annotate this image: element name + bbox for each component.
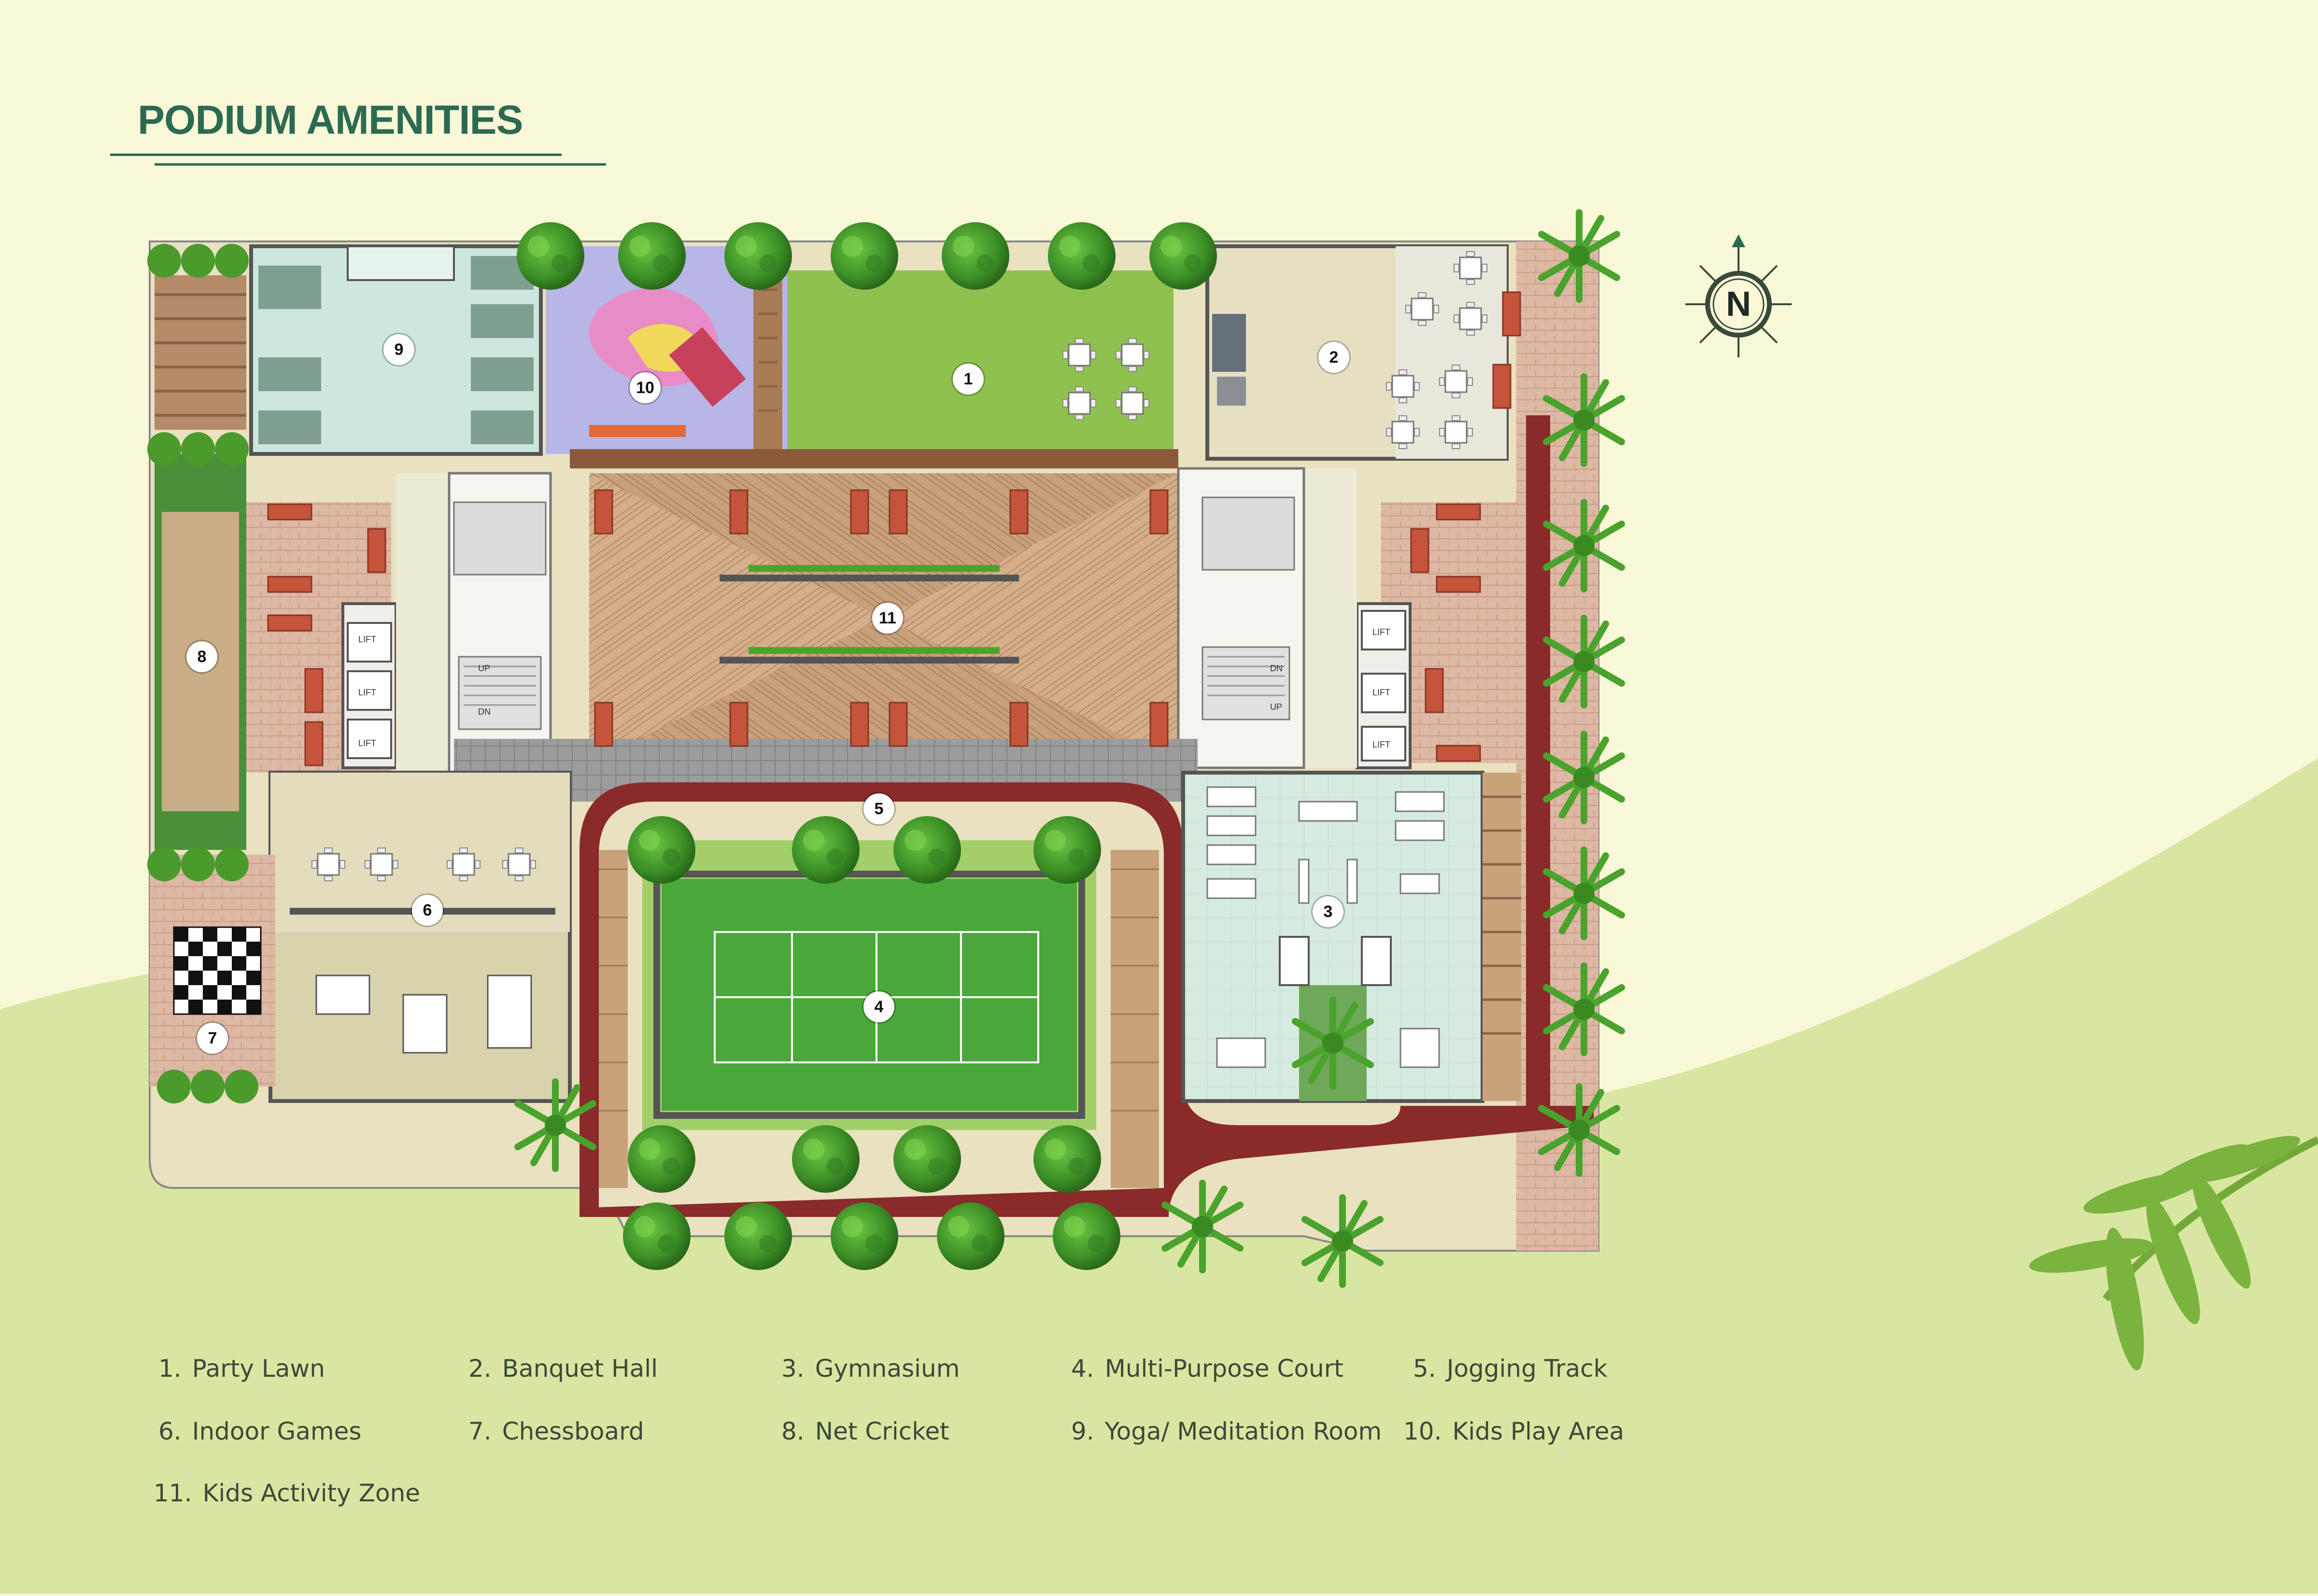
marker-party-lawn: 1	[953, 364, 984, 395]
marker-yoga-room: 9	[383, 334, 414, 365]
title-underline	[110, 154, 562, 156]
pergola	[155, 275, 246, 430]
marker-chessboard: 7	[197, 1023, 228, 1054]
marker-kids-play-area: 10	[630, 372, 661, 403]
marker-banquet-hall: 2	[1318, 342, 1349, 373]
stair-dn-label: DN	[478, 707, 491, 717]
stair-dn-label: DN	[1270, 664, 1283, 673]
legend-item: 11.Kids Activity Zone	[154, 1479, 421, 1507]
marker-multi-purpose-court: 4	[863, 991, 894, 1022]
marker-jogging-track: 5	[863, 793, 894, 824]
legend-item: 5.Jogging Track	[1413, 1355, 1608, 1383]
marker-gymnasium: 3	[1313, 896, 1343, 927]
marker-kids-activity-zone: 11	[872, 603, 903, 634]
legend-item: 8.Net Cricket	[781, 1417, 949, 1445]
stair-up-label: UP	[1270, 702, 1282, 712]
lift-label: LIFT	[358, 688, 376, 697]
chessboard	[173, 926, 262, 1015]
legend-item: 9.Yoga/ Meditation Room	[1071, 1417, 1382, 1445]
legend-item: 2.Banquet Hall	[468, 1355, 658, 1383]
lift-label: LIFT	[358, 738, 376, 748]
legend-item: 10.Kids Play Area	[1403, 1417, 1625, 1445]
east-pergola	[1483, 773, 1521, 1101]
compass-north-label: N	[1726, 285, 1751, 324]
stair-up-label: UP	[478, 664, 490, 673]
lift-label: LIFT	[1372, 740, 1390, 749]
lift-label: LIFT	[358, 635, 376, 644]
legend-item: 4.Multi-Purpose Court	[1071, 1355, 1343, 1383]
legend-item: 6.Indoor Games	[158, 1417, 362, 1445]
north-compass-icon: N	[1685, 234, 1792, 357]
party-lawn	[787, 270, 1173, 449]
lift-label: LIFT	[1372, 627, 1390, 637]
legend-item: 7.Chessboard	[468, 1417, 644, 1445]
leaf-branch-icon	[2029, 1136, 2318, 1370]
page-title: PODIUM AMENITIES	[138, 97, 523, 142]
lift-label: LIFT	[1372, 688, 1390, 697]
marker-net-cricket: 8	[186, 641, 217, 672]
marker-indoor-games: 6	[412, 895, 443, 926]
title-underline-offset	[155, 163, 606, 166]
legend-item: 1.Party Lawn	[158, 1355, 325, 1383]
legend-item: 3.Gymnasium	[781, 1355, 960, 1383]
hedge-left	[147, 244, 258, 1103]
